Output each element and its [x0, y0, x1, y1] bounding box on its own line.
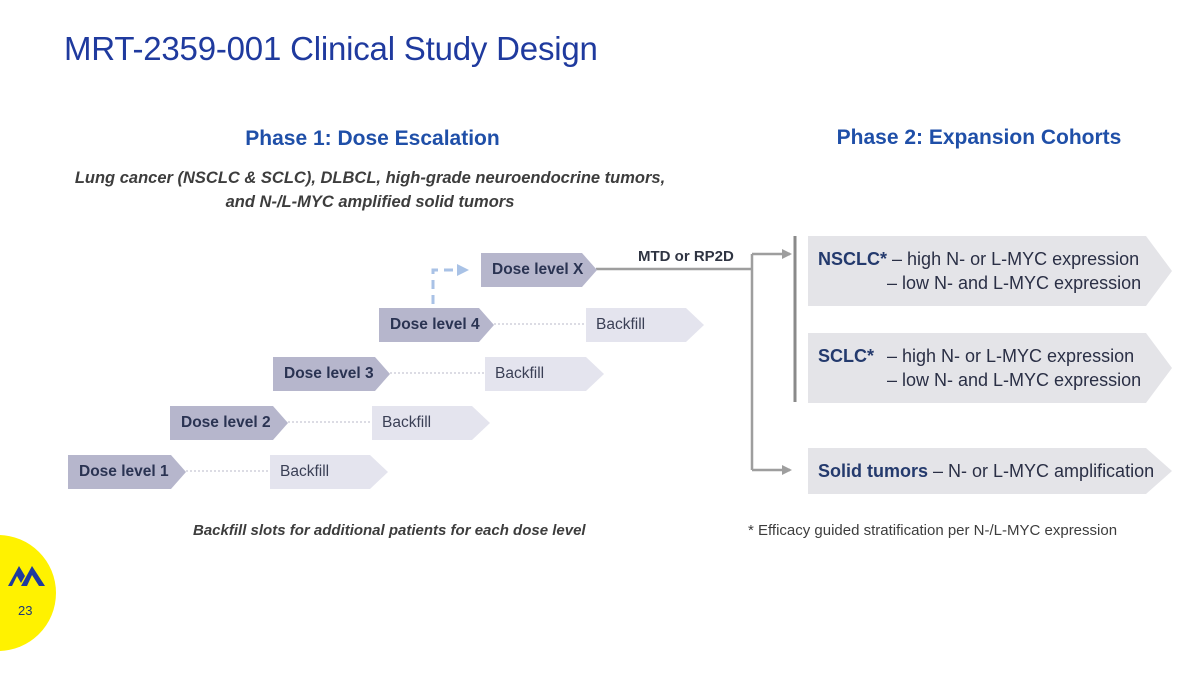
- cohort-sclc-name: SCLC*: [818, 346, 875, 366]
- cohort-solid-line1: – N- or L-MYC amplification: [933, 461, 1155, 481]
- backfill-footnote: Backfill slots for additional patients f…: [193, 522, 586, 539]
- cohort-nsclc-name: NSCLC*: [818, 249, 888, 269]
- stratification-footnote: * Efficacy guided stratification per N-/…: [748, 522, 1118, 539]
- company-logo-icon: [8, 566, 45, 586]
- cohort-sclc: SCLC* – high N- or L-MYC expression – lo…: [808, 333, 1172, 403]
- dose-level-3: Dose level 3: [273, 357, 390, 391]
- dose-level-2: Dose level 2: [170, 406, 288, 440]
- cohort-solid-tumors: Solid tumors – N- or L-MYC amplification: [808, 448, 1172, 494]
- backfill-2: Backfill: [372, 406, 490, 440]
- cohort-sclc-line2: – low N- and L-MYC expression: [887, 370, 1142, 390]
- dose-level-x: Dose level X: [481, 253, 597, 287]
- cohort-nsclc: NSCLC* – high N- or L-MYC expression – l…: [808, 236, 1172, 306]
- escalation-dashed-arrow: [431, 264, 469, 304]
- cohort-sclc-line1: – high N- or L-MYC expression: [887, 346, 1135, 366]
- cohort-nsclc-line2: – low N- and L-MYC expression: [887, 273, 1142, 293]
- page-number: 23: [18, 603, 33, 618]
- phase1-subtitle: Lung cancer (NSCLC & SCLC), DLBCL, high-…: [60, 166, 680, 214]
- backfill-1: Backfill: [270, 455, 388, 489]
- dose-level-1: Dose level 1: [68, 455, 186, 489]
- mtd-label: MTD or RP2D: [638, 248, 734, 265]
- phase1-heading: Phase 1: Dose Escalation: [245, 127, 500, 150]
- phase2-heading: Phase 2: Expansion Cohorts: [836, 126, 1122, 149]
- cohort-solid-name: Solid tumors: [818, 461, 929, 481]
- cohort-nsclc-line1: – high N- or L-MYC expression: [892, 249, 1140, 269]
- slide-title: MRT-2359-001 Clinical Study Design: [64, 30, 598, 67]
- phase1-subtitle-line1: Lung cancer (NSCLC & SCLC), DLBCL, high-…: [74, 169, 666, 187]
- backfill-4: Backfill: [586, 308, 704, 342]
- phase1-subtitle-line2: and N-/L-MYC amplified solid tumors: [225, 193, 515, 211]
- dose-level-4: Dose level 4: [379, 308, 494, 342]
- backfill-3: Backfill: [485, 357, 604, 391]
